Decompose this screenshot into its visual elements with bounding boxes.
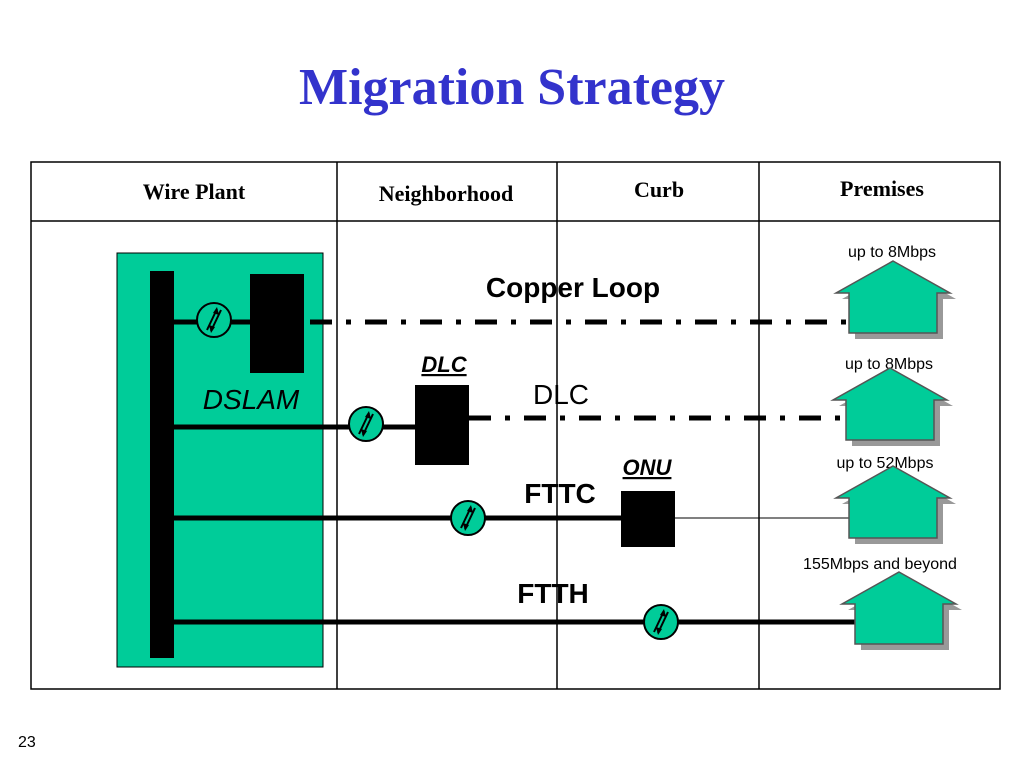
row-label-ftth: FTTH xyxy=(517,578,589,609)
dslam-label: DSLAM xyxy=(203,384,300,415)
column-header-curb: Curb xyxy=(634,177,684,202)
row-label-copper-loop: Copper Loop xyxy=(486,272,660,303)
dslam-card xyxy=(250,274,304,373)
row-label-fttc: FTTC xyxy=(524,478,596,509)
onu-box-label: ONU xyxy=(623,455,673,480)
dlc-box xyxy=(415,385,469,465)
column-header-neighborhood: Neighborhood xyxy=(379,181,513,206)
row-label-dlc: DLC xyxy=(533,379,589,410)
page-number: 23 xyxy=(18,734,36,751)
transceiver-icon xyxy=(196,302,232,338)
page-title: Migration Strategy xyxy=(298,59,725,116)
speed-label-fttc: up to 52Mbps xyxy=(837,455,934,472)
house-icon xyxy=(835,260,957,340)
dslam-backplane xyxy=(150,271,174,658)
speed-label-copper-loop: up to 8Mbps xyxy=(848,244,936,261)
house-icon xyxy=(832,367,954,447)
dlc-box-label: DLC xyxy=(421,352,467,377)
column-header-wire-plant: Wire Plant xyxy=(143,179,246,204)
transceiver-icon xyxy=(643,604,679,640)
speed-label-dlc: up to 8Mbps xyxy=(845,356,933,373)
house-icon xyxy=(841,571,963,651)
house-icon xyxy=(835,465,957,545)
table-frame xyxy=(30,161,1001,690)
transceiver-icon xyxy=(450,500,486,536)
transceiver-icon xyxy=(348,406,384,442)
column-header-premises: Premises xyxy=(840,176,924,201)
speed-label-ftth: 155Mbps and beyond xyxy=(803,556,957,573)
onu-box xyxy=(621,491,675,547)
